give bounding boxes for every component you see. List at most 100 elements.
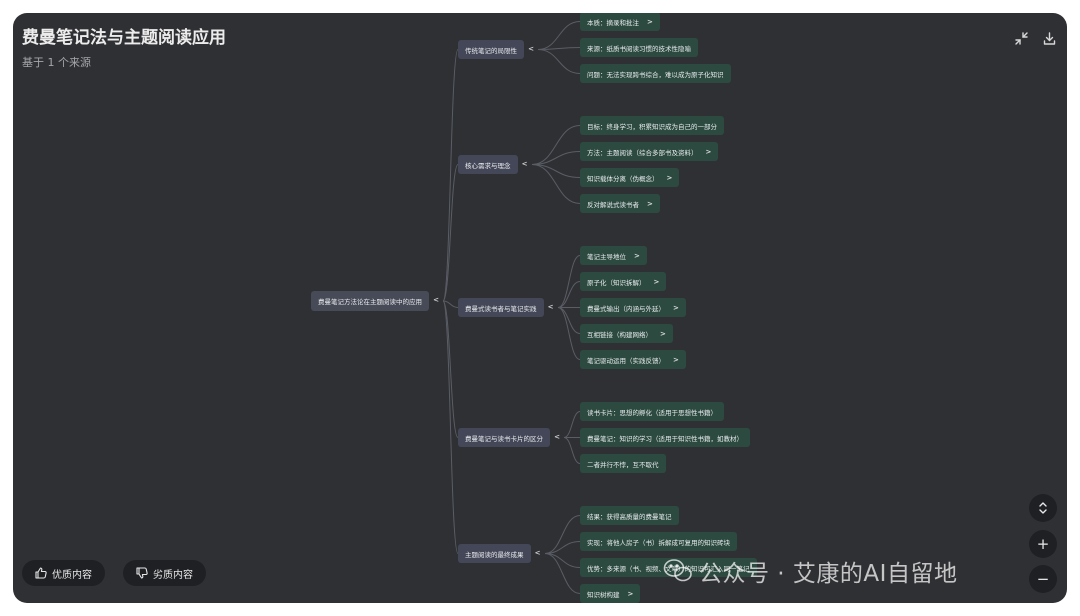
collapse-chevron-icon[interactable]: < xyxy=(528,45,534,53)
mindmap-leaf-node-label: 本质：摘录和批注 xyxy=(587,18,639,27)
branch-leaf-connector xyxy=(563,437,581,464)
root-branch-connector xyxy=(442,300,459,554)
thumbs-up-icon xyxy=(35,567,47,579)
mindmap-leaf-node[interactable]: 知识载体分离（伪概念） > xyxy=(580,168,680,187)
branch-leaf-connector xyxy=(544,553,581,594)
expand-chevron-icon[interactable]: > xyxy=(647,199,653,208)
mindmap-leaf-node[interactable]: 笔记驱动运用（实践反馈） > xyxy=(580,350,686,369)
mindmap-branch-node[interactable]: 主题阅读的最终成果 < xyxy=(458,544,540,563)
mindmap-branch-node[interactable]: 费曼笔记与读书卡片的区分 < xyxy=(458,428,560,447)
mindmap-leaf-node[interactable]: 问题：无法实现跨书综合，难以成为原子化知识 xyxy=(580,64,731,83)
mindmap-leaf-node[interactable]: 目标：终身学习，积累知识成为自己的一部分 xyxy=(580,116,724,135)
mindmap-leaf-node-label: 优势：多来源（书、视频、文章）的知识可汇入同一笔记 xyxy=(587,564,750,573)
mindmap-leaf-node[interactable]: 实现：将他人房子（书）拆解成可复用的知识砖块 xyxy=(580,532,737,551)
mindmap-leaf-node[interactable]: 方法：主题阅读（综合多部书及资料） > xyxy=(580,142,719,161)
mindmap-leaf-node-label: 知识树构建 xyxy=(587,590,620,599)
minus-icon: − xyxy=(1036,570,1050,588)
mindmap-leaf-node[interactable]: 知识树构建 > xyxy=(580,584,641,603)
mindmap-panel: 费曼笔记法与主题阅读应用 基于 1 个来源 费曼笔记方法论在主题阅读中的应用<传… xyxy=(13,13,1067,603)
expand-chevron-icon[interactable]: > xyxy=(634,251,640,260)
chevron-up-down-icon xyxy=(1039,502,1047,514)
mindmap-leaf-node-label: 费曼笔记：知识的学习（适用于知识性书籍，如教材） xyxy=(587,434,743,443)
mindmap-leaf-node[interactable]: 读书卡片：思想的孵化（适用于思想性书籍） xyxy=(580,402,724,421)
mindmap-leaf-node[interactable]: 费曼笔记：知识的学习（适用于知识性书籍，如教材） xyxy=(580,428,750,447)
good-content-button[interactable]: 优质内容 xyxy=(22,560,105,586)
download-icon[interactable] xyxy=(1040,29,1058,47)
expand-chevron-icon[interactable]: > xyxy=(673,355,679,364)
mindmap-leaf-node[interactable]: 来源：纸质书阅读习惯的技术性隐喻 xyxy=(580,38,698,57)
mindmap-root-node[interactable]: 费曼笔记方法论在主题阅读中的应用 < xyxy=(311,291,439,311)
branch-leaf-connector xyxy=(531,164,581,178)
plus-icon: + xyxy=(1036,535,1050,553)
mindmap-leaf-node[interactable]: 二者并行不悖，互不取代 xyxy=(580,454,666,473)
collapse-arrows-icon[interactable] xyxy=(1012,29,1030,47)
collapse-chevron-icon[interactable]: < xyxy=(433,296,439,304)
mindmap-leaf-node[interactable]: 反对解说式读书者 > xyxy=(580,194,660,213)
expand-chevron-icon[interactable]: > xyxy=(647,17,653,26)
branch-leaf-connector xyxy=(531,151,581,165)
expand-chevron-icon[interactable]: > xyxy=(660,329,666,338)
source-count: 基于 1 个来源 xyxy=(22,56,91,69)
mindmap-branch-node-label: 费曼式读书者与笔记实践 xyxy=(465,304,537,313)
expand-chevron-icon[interactable]: > xyxy=(705,147,712,156)
branch-leaf-connector xyxy=(557,307,581,334)
mindmap-leaf-node-label: 二者并行不悖，互不取代 xyxy=(587,460,659,469)
bad-content-label: 劣质内容 xyxy=(153,569,193,581)
mindmap-branch-node[interactable]: 核心需求与理念< xyxy=(458,155,527,174)
collapse-chevron-icon[interactable]: < xyxy=(521,160,528,168)
mindmap-leaf-node[interactable]: 互相链接（构建网络） > xyxy=(580,324,673,343)
branch-leaf-connector xyxy=(544,541,581,554)
branch-leaf-connector xyxy=(537,21,581,50)
mindmap-leaf-node[interactable]: 笔记主导地位 > xyxy=(580,246,647,265)
root-branch-connector xyxy=(442,300,459,438)
mindmap-branch-node[interactable]: 费曼式读书者与笔记实践 < xyxy=(458,298,553,317)
mindmap-leaf-node[interactable]: 优势：多来源（书、视频、文章）的知识可汇入同一笔记 xyxy=(580,558,757,577)
wechat-icon xyxy=(663,558,693,584)
bad-content-button[interactable]: 劣质内容 xyxy=(123,560,206,586)
mindmap-leaf-node-label: 知识载体分离（伪概念） xyxy=(587,174,659,183)
watermark: 公众号 · 艾康的AI自留地 xyxy=(663,554,957,588)
collapse-chevron-icon[interactable]: < xyxy=(534,549,541,557)
mindmap-leaf-node-label: 方法：主题阅读（综合多部书及资料） xyxy=(587,148,698,157)
mindmap-leaf-node-label: 读书卡片：思想的孵化（适用于思想性书籍） xyxy=(587,408,717,417)
mindmap-leaf-node-label: 目标：终身学习，积累知识成为自己的一部分 xyxy=(587,122,717,131)
zoom-out-button[interactable]: − xyxy=(1029,565,1057,593)
mindmap-leaf-node[interactable]: 结果：获得高质量的费曼笔记 xyxy=(580,506,679,525)
expand-chevron-icon[interactable]: > xyxy=(653,277,660,286)
mindmap-branch-node-label: 传统笔记的局限性 xyxy=(465,46,517,55)
expand-chevron-icon[interactable]: > xyxy=(666,173,673,182)
branch-leaf-connector xyxy=(557,307,581,360)
expand-chevron-icon[interactable]: > xyxy=(627,589,634,598)
zoom-in-button[interactable]: + xyxy=(1029,530,1057,558)
thumbs-down-icon xyxy=(136,567,148,579)
mindmap-leaf-node-label: 反对解说式读书者 xyxy=(587,200,639,209)
mindmap-branch-node-label: 费曼笔记与读书卡片的区分 xyxy=(465,434,543,443)
mindmap-leaf-node[interactable]: 本质：摘录和批注 > xyxy=(580,13,660,31)
branch-leaf-connector xyxy=(531,125,581,165)
mindmap-leaf-node-label: 原子化（知识拆解） xyxy=(587,278,646,287)
root-branch-connector xyxy=(442,164,459,302)
collapse-chevron-icon[interactable]: < xyxy=(554,433,560,441)
mindmap-leaf-node-label: 问题：无法实现跨书综合，难以成为原子化知识 xyxy=(587,70,724,79)
branch-leaf-connector xyxy=(557,281,581,308)
branch-leaf-connector xyxy=(537,49,581,74)
mindmap-leaf-node-label: 实现：将他人房子（书）拆解成可复用的知识砖块 xyxy=(587,538,730,547)
mindmap-branch-node[interactable]: 传统笔记的局限性 < xyxy=(458,40,534,59)
mindmap-leaf-node-label: 费曼式输出（内涵与外延） xyxy=(587,304,665,313)
mindmap-branch-node-label: 主题阅读的最终成果 xyxy=(465,550,524,559)
root-branch-connector xyxy=(442,300,459,308)
branch-leaf-connector xyxy=(544,553,581,568)
expand-collapse-button[interactable] xyxy=(1029,494,1057,522)
mindmap-leaf-node-label: 笔记主导地位 xyxy=(587,252,626,261)
expand-chevron-icon[interactable]: > xyxy=(673,303,679,312)
mindmap-leaf-node-label: 互相链接（构建网络） xyxy=(587,330,652,339)
mindmap-root-node-label: 费曼笔记方法论在主题阅读中的应用 xyxy=(318,298,422,306)
mindmap-connectors xyxy=(442,21,581,594)
mindmap-leaf-node-label: 来源：纸质书阅读习惯的技术性隐喻 xyxy=(587,44,691,53)
collapse-chevron-icon[interactable]: < xyxy=(547,303,554,311)
branch-leaf-connector xyxy=(557,255,581,308)
watermark-text: 公众号 · 艾康的AI自留地 xyxy=(699,561,958,587)
mindmap-leaf-node[interactable]: 原子化（知识拆解） > xyxy=(580,272,667,291)
mindmap-leaf-node[interactable]: 费曼式输出（内涵与外延） > xyxy=(580,298,686,317)
mindmap-leaf-node-label: 笔记驱动运用（实践反馈） xyxy=(587,356,665,365)
